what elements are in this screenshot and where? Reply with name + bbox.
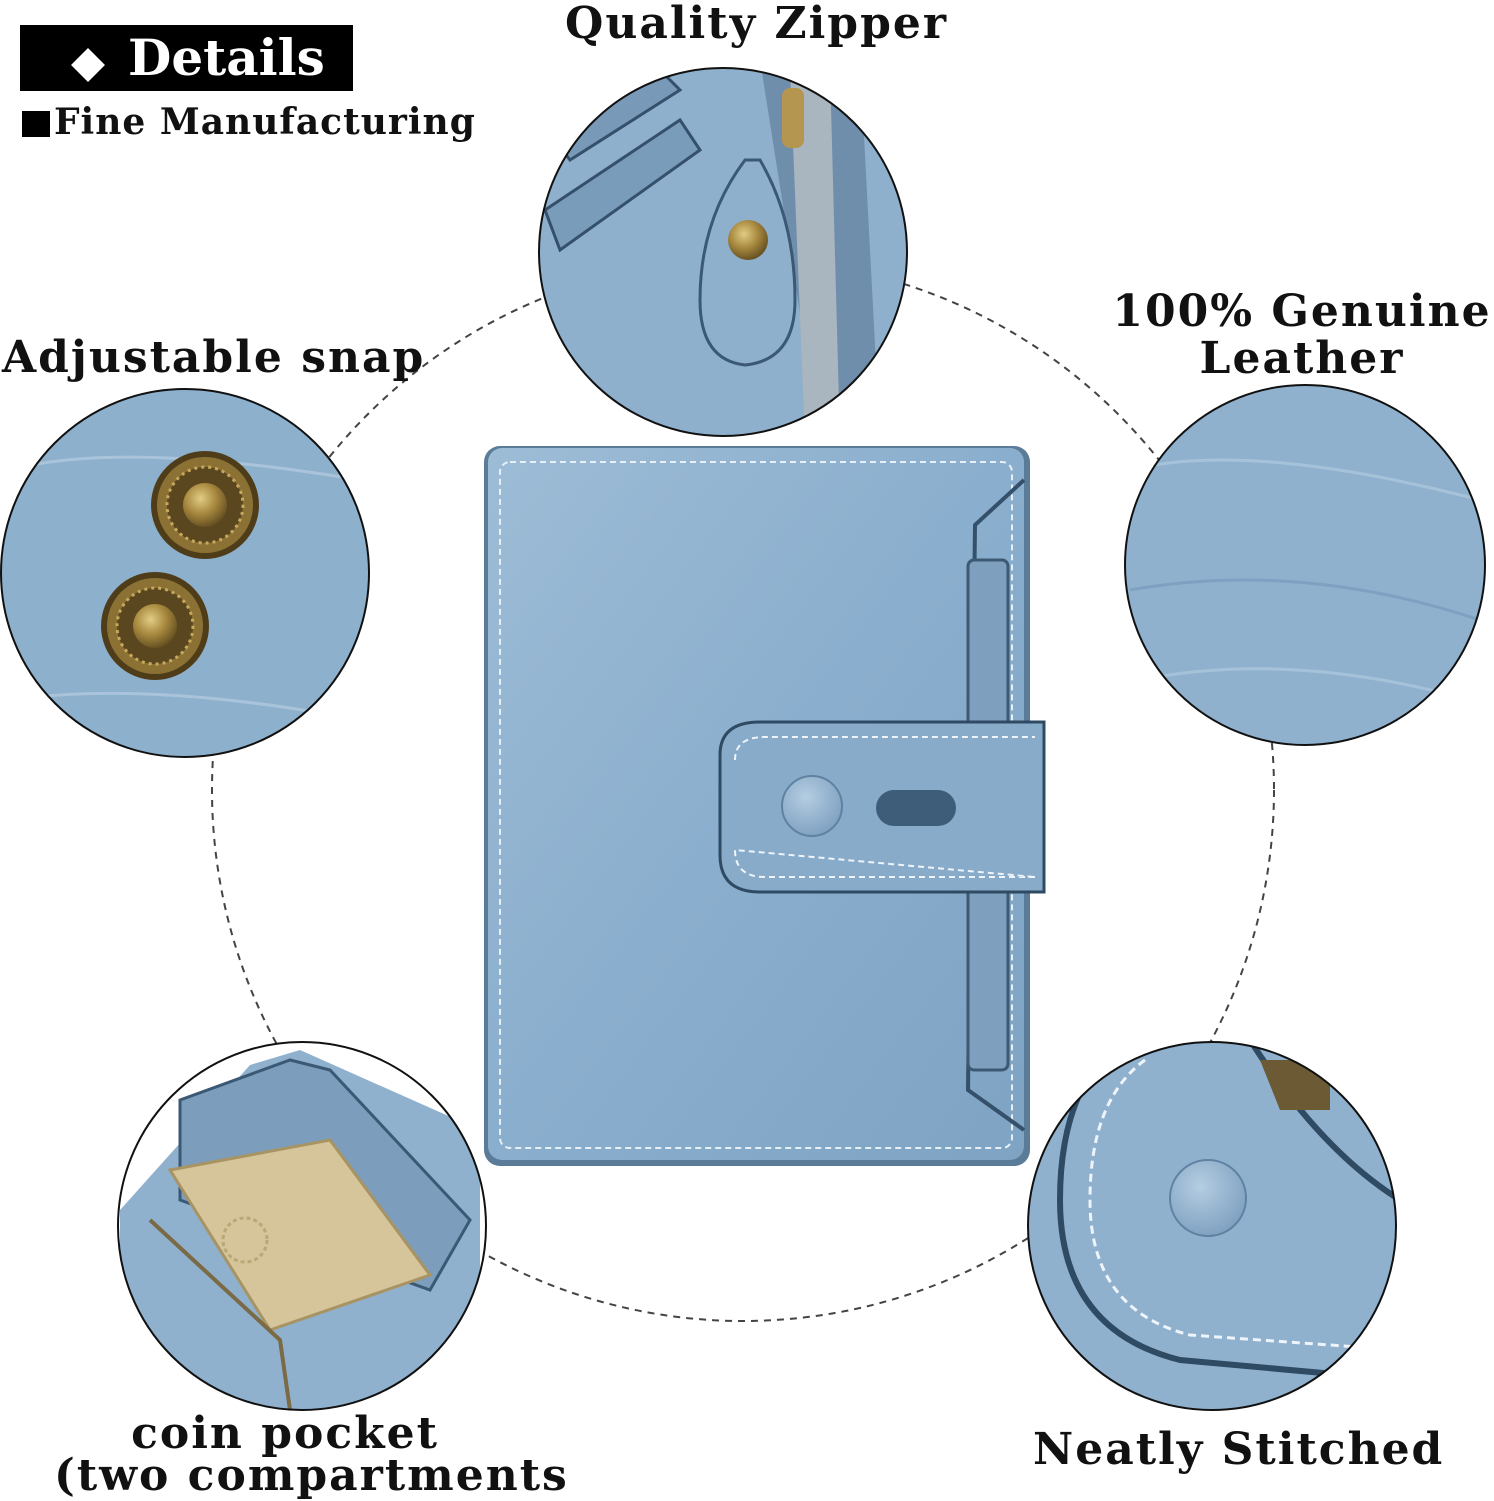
zipper-detail-image — [538, 67, 908, 437]
wallet-image — [484, 446, 1046, 1166]
details-badge: Details — [20, 25, 353, 91]
stitch-detail-image — [1027, 1041, 1397, 1411]
subtitle-text: Fine Manufacturing — [54, 101, 476, 143]
coin-pocket-detail-image — [117, 1041, 487, 1411]
caption-coin-line1: coin pocket — [131, 1408, 439, 1459]
snap-detail-image — [0, 388, 370, 758]
square-bullet-icon — [22, 111, 50, 137]
leather-detail-image — [1124, 384, 1486, 746]
caption-zipper: Quality Zipper — [565, 0, 949, 49]
caption-stitch: Neatly Stitched — [1033, 1424, 1445, 1475]
caption-leather-line2: Leather — [1199, 333, 1405, 384]
caption-coin-line2: (two compartments — [54, 1450, 569, 1501]
caption-leather-line1: 100% Genuine — [1112, 286, 1492, 337]
details-label: Details — [128, 28, 325, 87]
subtitle: Fine Manufacturing — [22, 102, 476, 142]
caption-snap: Adjustable snap — [2, 332, 426, 383]
